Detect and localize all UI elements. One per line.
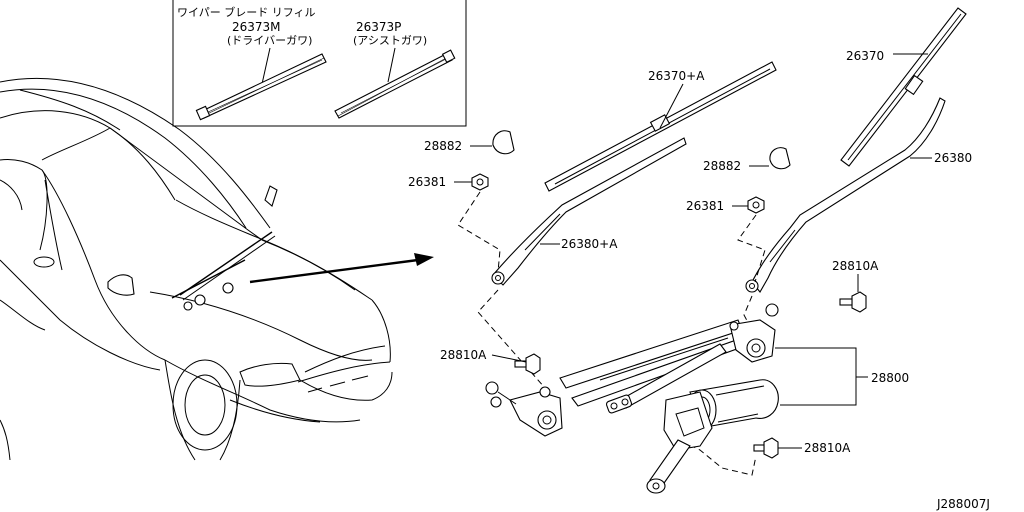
inset-title: ワイパー ブレード リフィル bbox=[177, 5, 316, 19]
callout-blade-driver: 26370 bbox=[846, 49, 884, 63]
front-wheel bbox=[164, 359, 241, 461]
diagram-id: J288007J bbox=[936, 497, 990, 511]
refill-driver-part-number: 26373M bbox=[232, 20, 281, 34]
callout-motor-assembly: 28800 bbox=[871, 371, 909, 385]
car-illustration bbox=[0, 77, 393, 461]
nut-left bbox=[471, 173, 489, 191]
nut-right bbox=[747, 196, 765, 214]
installed-wipers bbox=[171, 231, 276, 311]
callout-nut-right: 26381 bbox=[686, 199, 724, 213]
wiper-blade-driver bbox=[840, 7, 967, 167]
bolt-left bbox=[514, 353, 541, 375]
refill-assist-description: (アシストガワ) bbox=[353, 34, 427, 47]
pivot-cap-right bbox=[769, 147, 791, 170]
refill-assist-strip bbox=[334, 49, 456, 119]
refill-driver-strip bbox=[195, 53, 327, 121]
bolt-bottom bbox=[753, 437, 779, 459]
callout-cap-left: 28882 bbox=[424, 139, 462, 153]
callout-arm-driver: 26380 bbox=[934, 151, 972, 165]
callout-cap-right: 28882 bbox=[703, 159, 741, 173]
callout-bolt-top: 28810A bbox=[832, 259, 879, 273]
refill-driver-description: (ドライバーガワ) bbox=[227, 34, 312, 47]
callout-nut-left: 26381 bbox=[408, 175, 446, 189]
callout-bolt-left: 28810A bbox=[440, 348, 487, 362]
wiper-linkage-motor-assembly bbox=[485, 303, 779, 494]
wiper-arm-driver bbox=[745, 97, 946, 293]
bolt-top bbox=[839, 291, 867, 313]
callout-arm-assist: 26380+A bbox=[561, 237, 618, 251]
pivot-cap-left bbox=[492, 130, 515, 155]
callout-bolt-bottom: 28810A bbox=[804, 441, 851, 455]
reference-arrow bbox=[249, 253, 434, 284]
callout-blade-assist: 26370+A bbox=[648, 69, 705, 83]
wiper-arm-assist bbox=[491, 137, 687, 286]
refill-inset: ワイパー ブレード リフィル 26373M (ドライバーガワ) 26373P (… bbox=[172, 0, 467, 127]
refill-assist-part-number: 26373P bbox=[356, 20, 401, 34]
